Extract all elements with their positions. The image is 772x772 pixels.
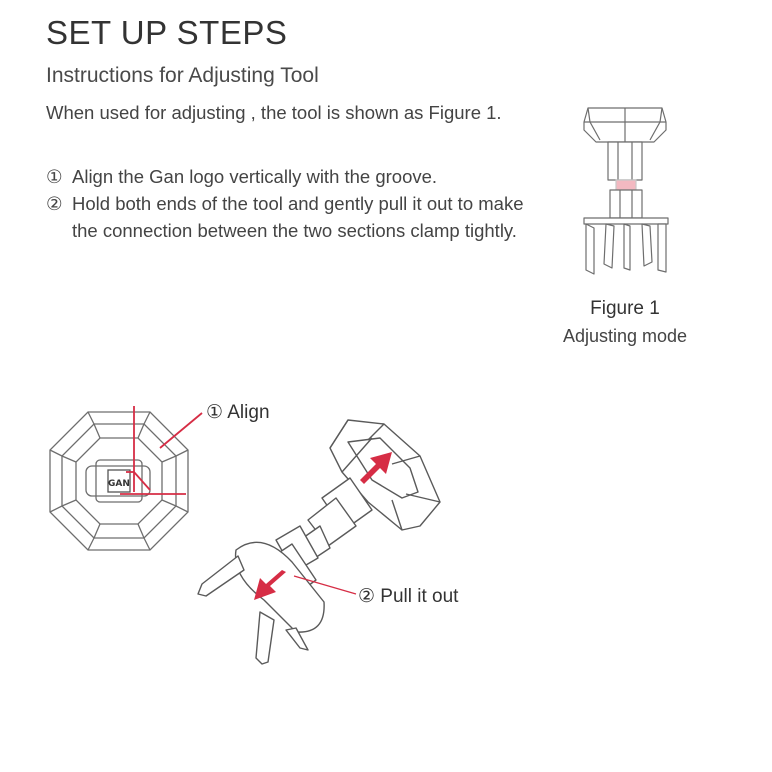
intro-text: When used for adjusting , the tool is sh… bbox=[46, 102, 502, 123]
pull-down-arrow-icon bbox=[254, 570, 286, 600]
tilted-tool-illustration bbox=[197, 419, 441, 665]
step-text: Hold both ends of the tool and gently pu… bbox=[72, 193, 524, 241]
step-number: ① bbox=[46, 166, 63, 187]
figure-1-tool-illustration bbox=[583, 107, 669, 275]
figure-1-subtitle: Adjusting mode bbox=[562, 326, 688, 346]
adjusting-diagram: GAN ① Align ② Pull it out bbox=[49, 402, 459, 665]
step-text: Align the Gan logo vertically with the g… bbox=[72, 166, 438, 187]
pull-callout-label: ② Pull it out bbox=[358, 586, 459, 607]
logo-text: GAN bbox=[108, 479, 130, 489]
steps-list: ① Align the Gan logo vertically with the… bbox=[46, 163, 526, 244]
figure-1-caption: Figure 1 Adjusting mode bbox=[540, 296, 710, 350]
figure-1-title: Figure 1 bbox=[590, 298, 660, 319]
step-item: ① Align the Gan logo vertically with the… bbox=[46, 163, 526, 190]
step-item: ② Hold both ends of the tool and gently … bbox=[46, 190, 526, 244]
align-callout-label: ① Align bbox=[206, 402, 270, 423]
page-title: SET UP STEPS bbox=[46, 14, 288, 51]
pull-up-arrow-icon bbox=[360, 452, 392, 484]
alignment-guide-lines bbox=[120, 406, 203, 495]
gan-logo-icon: GAN bbox=[107, 469, 131, 493]
step-number: ② bbox=[46, 193, 63, 214]
section-subtitle: Instructions for Adjusting Tool bbox=[46, 64, 319, 87]
